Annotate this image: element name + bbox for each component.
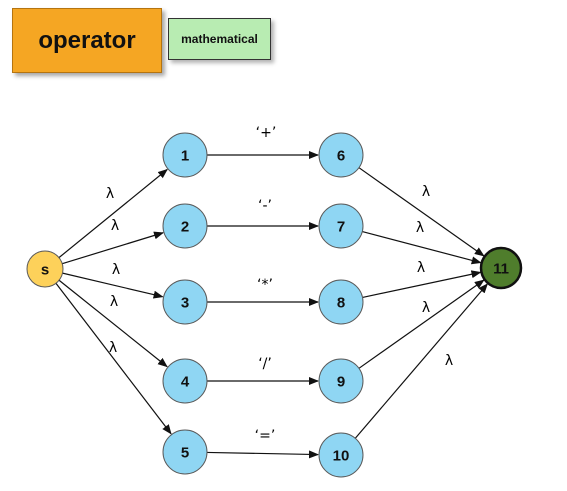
edge-label-10-11: λ [445,353,453,369]
edge-s-3 [62,272,164,299]
node-7: 7 [318,203,364,249]
edge-8-11 [362,270,482,299]
edge-label-s-3: λ [112,262,120,278]
node-label-7: 7 [337,219,345,236]
node-circle-s [26,250,64,288]
node-circle-6 [318,132,364,178]
edge-5-10 [206,450,320,459]
edge-label-2-7: ‘-’ [258,198,272,214]
node-label-9: 9 [337,374,345,391]
edge-label-5-10: ‘=’ [255,428,276,444]
node-label-5: 5 [181,445,189,462]
mathematical-tag: mathematical [168,18,271,60]
edge-label-s-5: λ [109,340,117,356]
edge-label-s-4: λ [110,294,118,310]
node-4: 4 [162,358,208,404]
node-circle-10 [318,432,364,478]
edge-s-2 [62,231,164,265]
node-circle-11 [479,246,523,290]
node-label-10: 10 [333,448,350,465]
edge-label-7-11: λ [416,220,424,236]
node-2: 2 [162,203,208,249]
operator-tag: operator [12,8,162,73]
node-6: 6 [318,132,364,178]
edge-label-6-11: λ [422,184,430,200]
edge-10-11 [354,283,488,439]
node-circle-5 [162,429,208,475]
edge-label-s-1: λ [106,186,114,202]
edge-label-3-8: ‘*’ [257,277,273,293]
node-label-s: s [41,262,49,279]
node-circle-9 [318,358,364,404]
node-8: 8 [318,279,364,325]
node-10: 10 [318,432,364,478]
edge-label-9-11: λ [422,300,430,316]
edge-9-11 [358,279,485,369]
node-circle-3 [162,279,208,325]
operator-tag-label: operator [38,26,136,54]
mathematical-tag-label: mathematical [181,32,258,46]
node-3: 3 [162,279,208,325]
node-label-6: 6 [337,148,345,165]
node-9: 9 [318,358,364,404]
node-label-4: 4 [181,374,190,391]
node-s: s [26,250,64,288]
node-5: 5 [162,429,208,475]
node-circle-4 [162,358,208,404]
node-label-3: 3 [181,295,189,312]
edge-7-11 [362,231,482,265]
node-circle-2 [162,203,208,249]
edge-label-8-11: λ [417,260,425,276]
node-label-1: 1 [181,148,189,165]
edge-s-4 [58,279,168,368]
edge-label-1-6: ‘+’ [256,125,277,141]
node-circle-1 [162,132,208,178]
node-label-8: 8 [337,295,345,312]
edge-label-4-9: ‘/’ [258,356,272,372]
edge-6-11 [358,167,485,257]
node-circle-8 [318,279,364,325]
edge-label-s-2: λ [111,218,119,234]
edge-s-1 [58,168,168,259]
node-label-2: 2 [181,219,189,236]
node-label-11: 11 [493,261,509,278]
node-1: 1 [162,132,208,178]
node-11: 11 [479,246,523,290]
node-circle-7 [318,203,364,249]
edge-s-5 [55,282,172,435]
